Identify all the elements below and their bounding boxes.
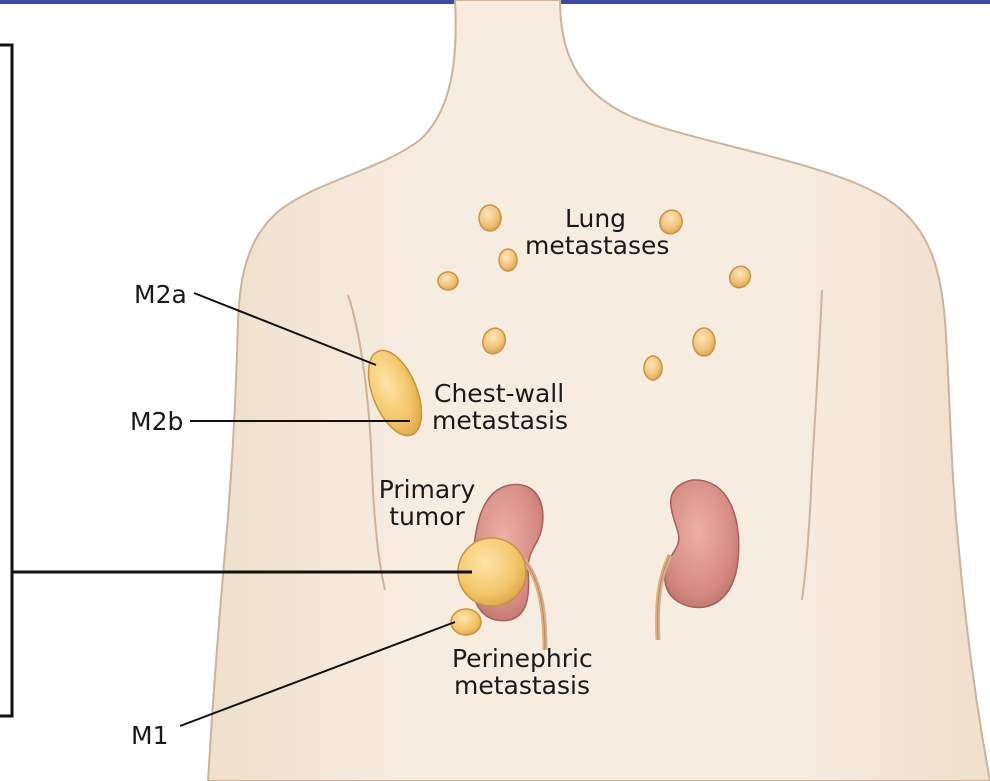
chest-wall-metastasis-label: Chest-wall metastasis <box>432 380 568 434</box>
lung-nodule <box>644 356 662 380</box>
m2b-label: M2b <box>130 408 183 435</box>
lung-metastases-label: Lung metastases <box>525 205 669 259</box>
perinephric-metastasis-label: Perinephric metastasis <box>452 645 593 699</box>
lung-label-line1: Lung <box>525 205 669 232</box>
lung-nodule <box>438 272 458 290</box>
lung-nodule <box>693 328 715 356</box>
m1-label: M1 <box>131 722 168 749</box>
primary-label-line2: tumor <box>370 503 484 530</box>
chest-wall-label-line2: metastasis <box>432 407 568 434</box>
torso-silhouette <box>208 0 990 781</box>
lung-nodule <box>499 249 517 271</box>
m2a-label: M2a <box>134 281 187 308</box>
perinephric-metastasis <box>451 609 481 635</box>
perinephric-label-line1: Perinephric <box>452 645 593 672</box>
lung-label-line2: metastases <box>525 232 669 259</box>
primary-label-line1: Primary <box>370 476 484 503</box>
chest-wall-label-line1: Chest-wall <box>432 380 568 407</box>
perinephric-label-line2: metastasis <box>452 672 593 699</box>
left-bracket <box>0 45 12 716</box>
lung-nodule <box>479 205 501 231</box>
primary-tumor-label: Primary tumor <box>370 476 484 530</box>
